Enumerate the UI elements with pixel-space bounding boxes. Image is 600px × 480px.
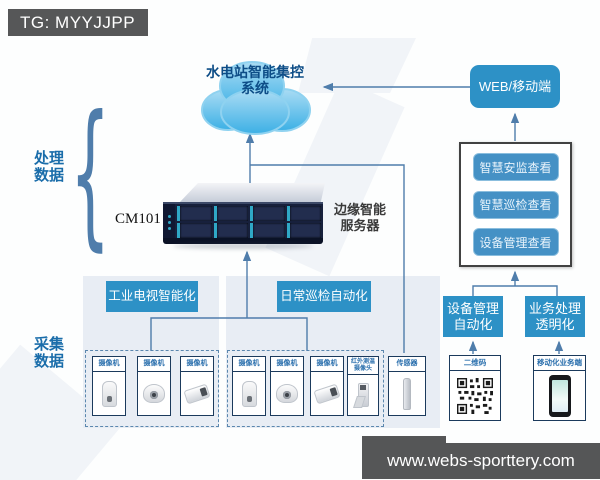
website-text: www.webs-sporttery.com xyxy=(387,451,575,470)
smart-safety-view-label: 智慧安监查看 xyxy=(479,160,552,175)
edge-server-image xyxy=(163,183,327,249)
turret-camera-icon xyxy=(276,384,298,403)
mobile-card-label: 移动化业务端 xyxy=(534,356,585,371)
camera-label: 摄像机 xyxy=(138,357,170,372)
sensor-probe-icon xyxy=(403,377,411,410)
industrial-tv-box: 工业电视智能化 xyxy=(106,281,198,312)
camera-card: 摄像机 xyxy=(92,356,126,416)
camera-label: 摄像机 xyxy=(181,357,213,372)
server-drive-bays xyxy=(175,204,323,240)
thermal-camera-label: 红外测温摄像头 xyxy=(348,357,378,376)
server-led-panel xyxy=(163,204,175,240)
qr-code-icon xyxy=(457,377,493,414)
smart-patrol-view-button: 智慧巡检查看 xyxy=(472,190,559,219)
ptz-camera-icon xyxy=(241,380,257,407)
server-front-face xyxy=(163,202,323,240)
camera-group-right xyxy=(227,350,384,427)
business-transparent-label: 业务处理透明化 xyxy=(528,300,581,332)
camera-card: 摄像机 xyxy=(270,356,304,416)
device-manage-view-label: 设备管理查看 xyxy=(479,235,552,250)
bullet-camera-icon xyxy=(313,383,341,404)
smart-safety-view-button: 智慧安监查看 xyxy=(472,153,559,181)
smartphone-screen xyxy=(551,379,568,412)
camera-group-left xyxy=(85,350,219,427)
server-model-label: CM101 xyxy=(115,211,161,227)
tg-watermark-badge: TG: MYYJJPP xyxy=(8,9,148,36)
industrial-tv-label: 工业电视智能化 xyxy=(108,289,196,303)
tg-badge-text: TG: MYYJJPP xyxy=(20,12,136,32)
turret-camera-icon xyxy=(143,384,165,403)
label-process-data: 处理数据 xyxy=(33,150,64,185)
server-top-face xyxy=(179,183,325,203)
server-base xyxy=(163,238,323,244)
website-watermark-bar: www.webs-sporttery.com xyxy=(362,443,600,479)
sensor-label: 传感器 xyxy=(389,357,425,372)
camera-label: 摄像机 xyxy=(311,357,343,372)
ptz-camera-icon xyxy=(101,380,117,407)
device-manage-view-button: 设备管理查看 xyxy=(472,228,559,256)
camera-card: 摄像机 xyxy=(137,356,171,416)
site-bar-tab xyxy=(362,436,446,444)
smart-patrol-view-label: 智慧巡检查看 xyxy=(479,198,552,212)
qr-card-label: 二维码 xyxy=(450,356,500,371)
line-server-branch-to-sensor xyxy=(250,164,405,353)
label-collect-data: 采集数据 xyxy=(33,336,64,371)
web-mobile-label: WEB/移动端 xyxy=(478,78,552,94)
line-camera-bus xyxy=(150,317,308,351)
camera-label: 摄像机 xyxy=(271,357,303,372)
business-transparent-box: 业务处理透明化 xyxy=(525,296,585,337)
qr-code-card: 二维码 xyxy=(449,355,501,421)
brace-icon: { xyxy=(70,82,111,266)
camera-card: 摄像机 xyxy=(232,356,266,416)
cloud-icon xyxy=(201,61,311,135)
daily-patrol-label: 日常巡检自动化 xyxy=(280,289,368,303)
device-manage-auto-box: 设备管理自动化 xyxy=(443,296,503,337)
daily-patrol-box: 日常巡检自动化 xyxy=(277,281,371,312)
line-boxes-to-group-bus xyxy=(472,285,558,296)
bullet-camera-icon xyxy=(183,383,211,404)
camera-card: 摄像机 xyxy=(180,356,214,416)
camera-card: 摄像机 xyxy=(310,356,344,416)
view-function-group: 智慧安监查看 智慧巡检查看 设备管理查看 xyxy=(459,142,572,267)
server-shadow xyxy=(173,243,313,249)
mobile-terminal-card: 移动化业务端 xyxy=(533,355,586,421)
device-manage-auto-label: 设备管理自动化 xyxy=(446,300,499,332)
thermal-camera-icon xyxy=(357,383,369,408)
camera-label: 摄像机 xyxy=(233,357,265,372)
sensor-card: 传感器 xyxy=(388,356,426,416)
camera-card: 红外测温摄像头 xyxy=(347,356,379,416)
server-name-label: 边缘智能服务器 xyxy=(333,202,386,234)
cloud-title: 水电站智能集控系统 xyxy=(206,64,304,97)
web-mobile-box: WEB/移动端 xyxy=(470,65,560,108)
camera-label: 摄像机 xyxy=(93,357,125,372)
smartphone-icon xyxy=(548,374,571,417)
